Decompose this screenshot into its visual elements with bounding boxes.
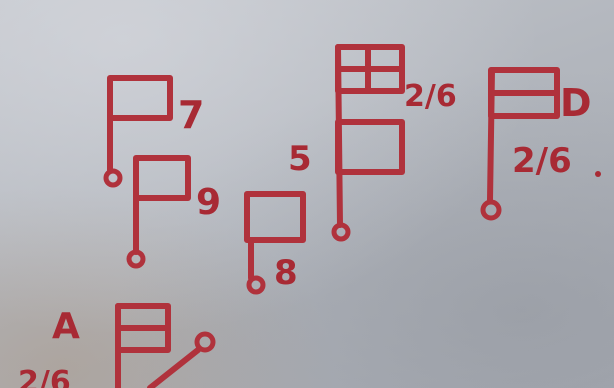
label-d: D [560, 81, 592, 125]
flag-symbol-9: 9 [129, 158, 221, 266]
label-8: 8 [274, 253, 298, 293]
flag-symbol-d: D 2/6 [483, 70, 601, 218]
label-fraction-bottom: 2/6 [18, 365, 71, 388]
flag-symbol-5: 5 2/6 [288, 47, 457, 239]
label-fraction-upper: 2/6 [404, 79, 457, 114]
label-a: A [52, 306, 80, 347]
label-fraction-right: 2/6 [512, 141, 572, 181]
label-5: 5 [288, 139, 312, 179]
flag-symbol-a: A 2/6 [18, 306, 213, 388]
flag-symbol-8: 8 [247, 194, 303, 293]
label-7: 7 [178, 93, 204, 137]
label-9: 9 [196, 182, 221, 223]
